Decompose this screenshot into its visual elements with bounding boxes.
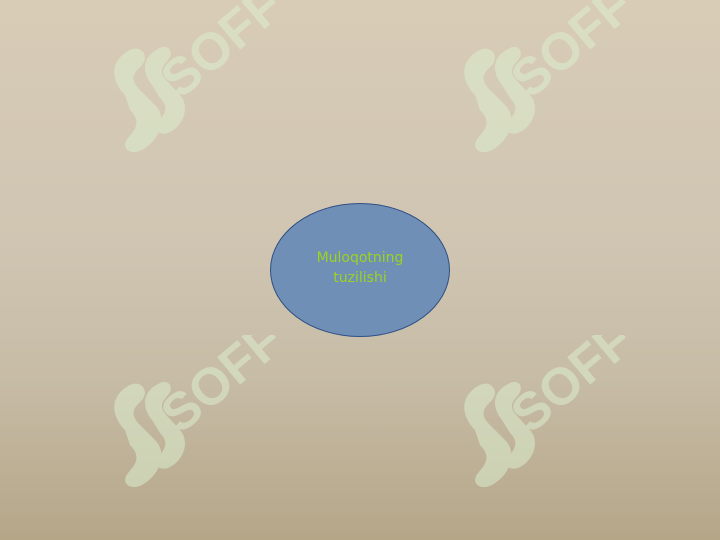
diagram-node[interactable]: Muloqotning tuzilishi bbox=[270, 203, 450, 337]
watermark-logo: SOFF bbox=[430, 0, 670, 190]
watermark-logo: SOFF bbox=[430, 311, 670, 525]
soff-logo-icon: SOFF bbox=[464, 311, 644, 488]
watermark-logo: SOFF bbox=[80, 0, 320, 190]
soff-logo-icon: SOFF bbox=[114, 0, 294, 153]
soff-logo-icon: SOFF bbox=[114, 311, 294, 488]
node-label: Muloqotning tuzilishi bbox=[316, 250, 404, 286]
watermark-logo: SOFF bbox=[80, 311, 320, 525]
soff-logo-icon: SOFF bbox=[464, 0, 644, 153]
